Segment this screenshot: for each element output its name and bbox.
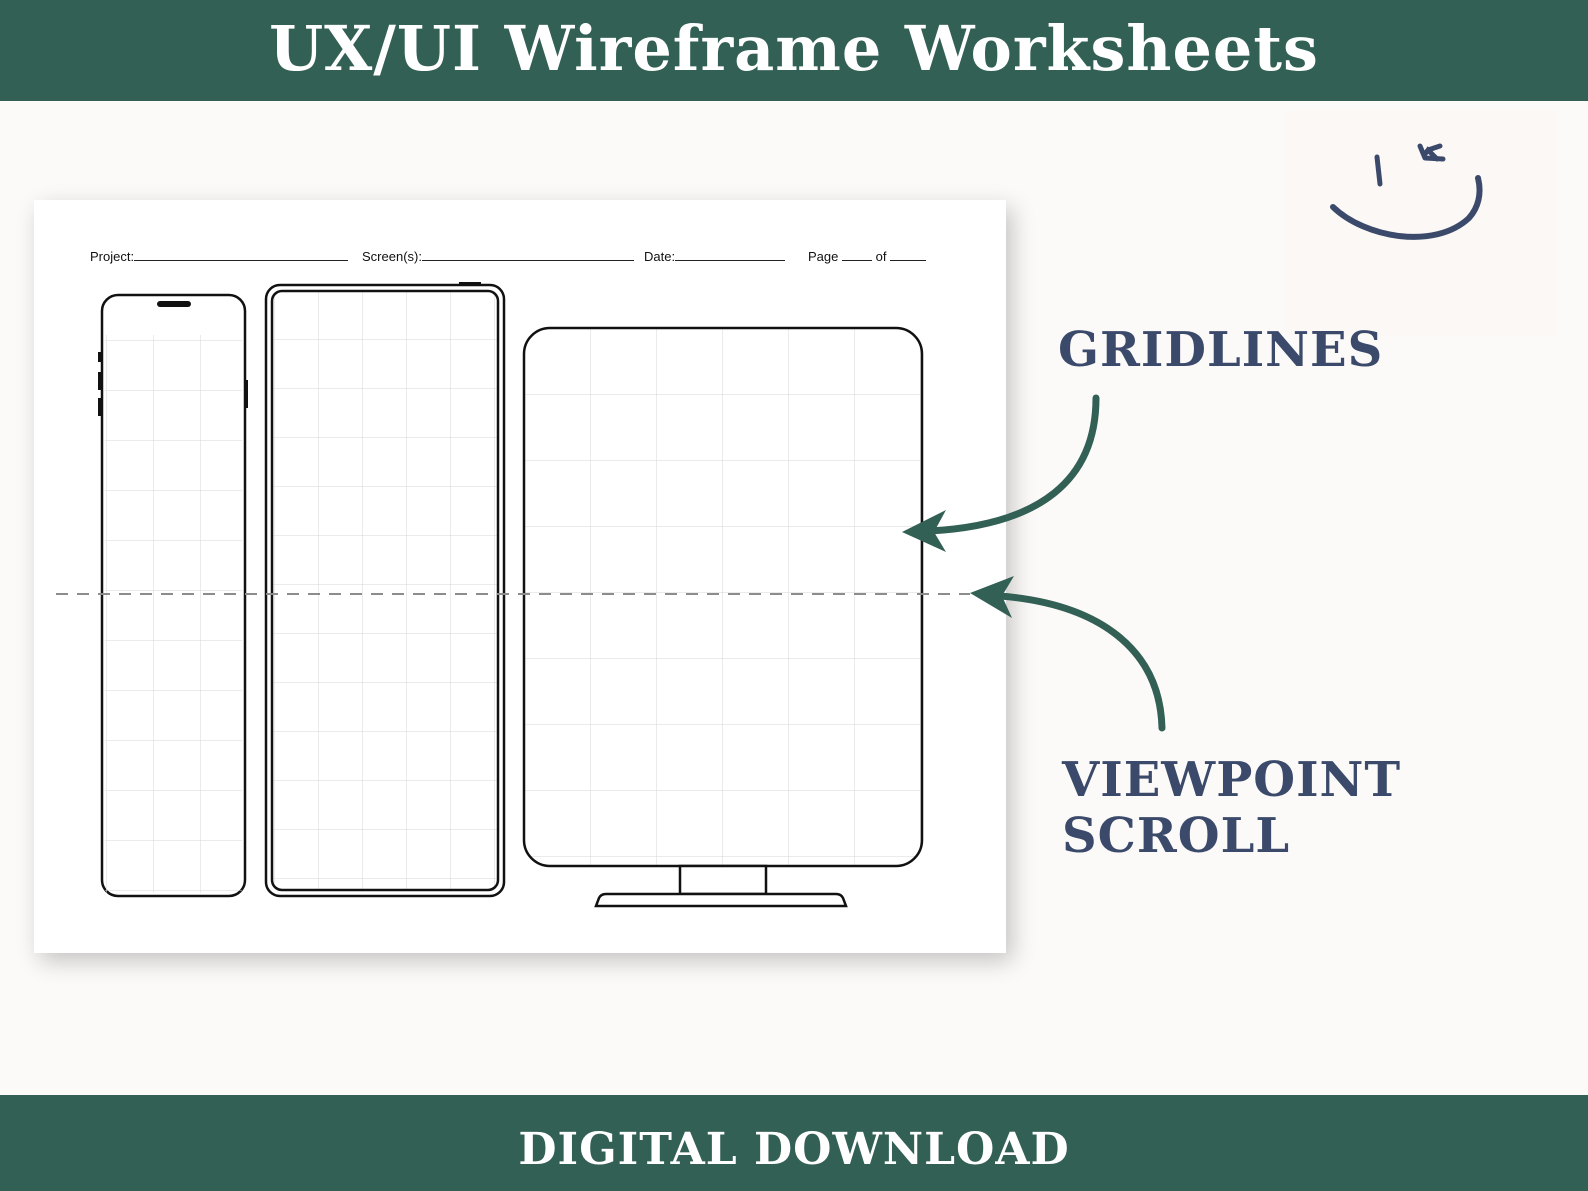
screens-field[interactable]: Screen(s):	[362, 248, 634, 264]
project-label: Project:	[90, 249, 135, 264]
smiley-card	[1285, 110, 1557, 335]
page-field[interactable]: Page of	[808, 248, 927, 264]
phone-frame	[98, 293, 248, 898]
phone-notch	[157, 301, 191, 307]
gridlines-arrow	[902, 394, 1100, 552]
date-field[interactable]: Date:	[644, 248, 786, 264]
device-frames	[98, 282, 924, 908]
tablet-frame	[264, 282, 506, 898]
page-number-line	[842, 248, 872, 261]
project-field[interactable]: Project:	[90, 248, 349, 264]
smiley-icon	[1330, 143, 1483, 240]
page-label: Page	[808, 249, 839, 264]
viewpoint-scroll-callout: VIEWPOINT SCROLL	[1062, 752, 1401, 864]
date-label: Date:	[644, 249, 676, 264]
worksheet-page: Project: Screen(s): Date: Page of	[34, 200, 1006, 953]
viewpoint-callout-line1: VIEWPOINT	[1062, 752, 1402, 808]
footer-label: DIGITAL DOWNLOAD	[518, 1123, 1070, 1175]
bottom-banner: DIGITAL DOWNLOAD	[0, 1095, 1588, 1191]
viewpoint-callout-line2: SCROLL	[1062, 808, 1291, 864]
viewpoint-arrow	[970, 576, 1166, 732]
screens-label: Screen(s):	[362, 249, 422, 264]
gridlines-callout: GRIDLINES	[1058, 322, 1384, 378]
monitor-neck	[678, 864, 768, 896]
page-title: UX/UI Wireframe Worksheets	[269, 12, 1319, 85]
worksheet-header: Project: Screen(s): Date: Page of	[90, 248, 970, 268]
page-total-line	[890, 248, 927, 261]
screens-line	[421, 248, 634, 261]
top-banner: UX/UI Wireframe Worksheets	[0, 0, 1588, 101]
project-line	[134, 248, 349, 261]
monitor-frame	[522, 326, 924, 908]
date-line	[675, 248, 786, 261]
of-label: of	[875, 249, 887, 264]
monitor-stand	[594, 892, 848, 908]
